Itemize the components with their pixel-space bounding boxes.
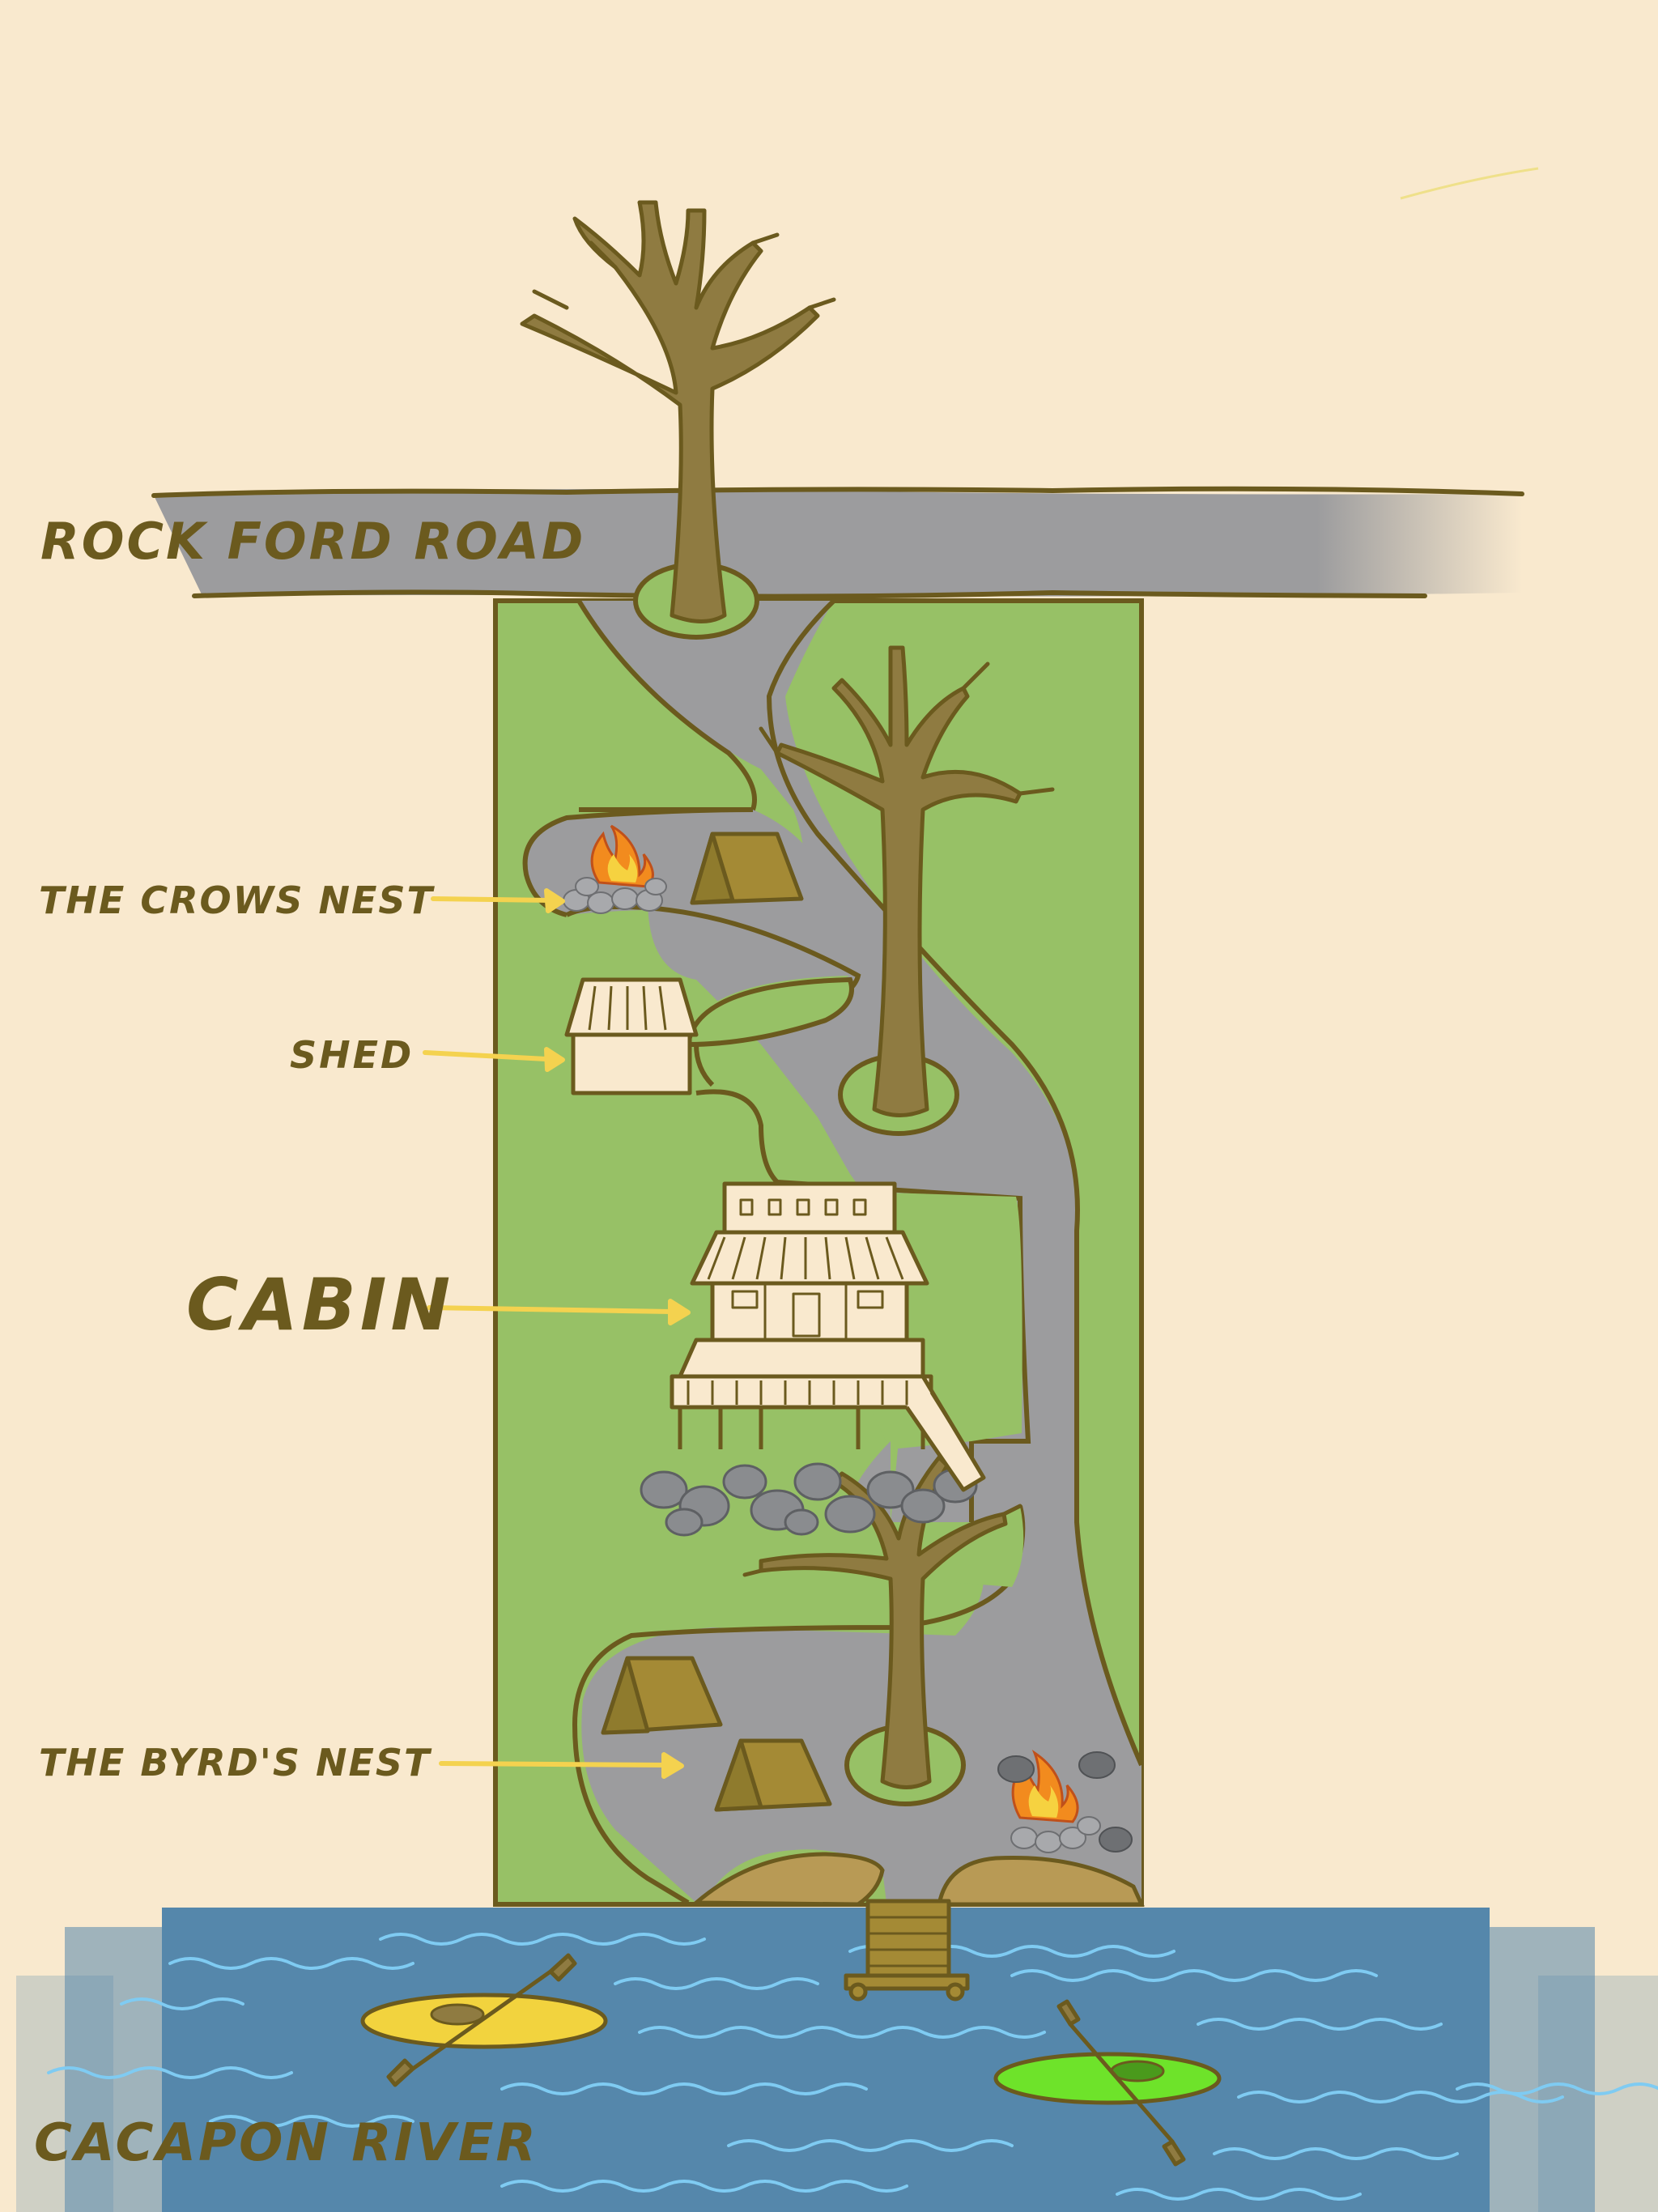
shed-label: SHED (290, 1033, 414, 1077)
campfire-icon (563, 824, 667, 914)
tree-icon (742, 1455, 1022, 1789)
tree-icon (759, 645, 1055, 1117)
label-arrows (423, 888, 691, 1779)
byrds-nest-label: THE BYRD'S NEST (39, 1741, 432, 1784)
cabin-icon (670, 1181, 986, 1492)
shed-icon (564, 977, 699, 1095)
river-banks (691, 1852, 1145, 1907)
rock-ford-road (151, 486, 1524, 599)
dock-icon (844, 1899, 970, 2001)
tent-icon (690, 832, 804, 905)
sketch-stroke (1400, 167, 1539, 200)
tree-icon (520, 200, 836, 623)
river (16, 1908, 1658, 2212)
kayak-icon (993, 1999, 1222, 2167)
tent-icon (714, 1738, 832, 1812)
road-label: ROCK FORD ROAD (40, 512, 586, 571)
river-label: CACAPON RIVER (34, 2113, 538, 2173)
crows-nest-label: THE CROWS NEST (39, 878, 434, 922)
kayak-icon (360, 1953, 608, 2087)
tent-icon (601, 1656, 723, 1735)
campfire-icon (997, 1750, 1133, 1853)
rock-icon (640, 1462, 978, 1537)
river-ripples (47, 1933, 1658, 2201)
cabin-label: CABIN (186, 1263, 455, 1346)
